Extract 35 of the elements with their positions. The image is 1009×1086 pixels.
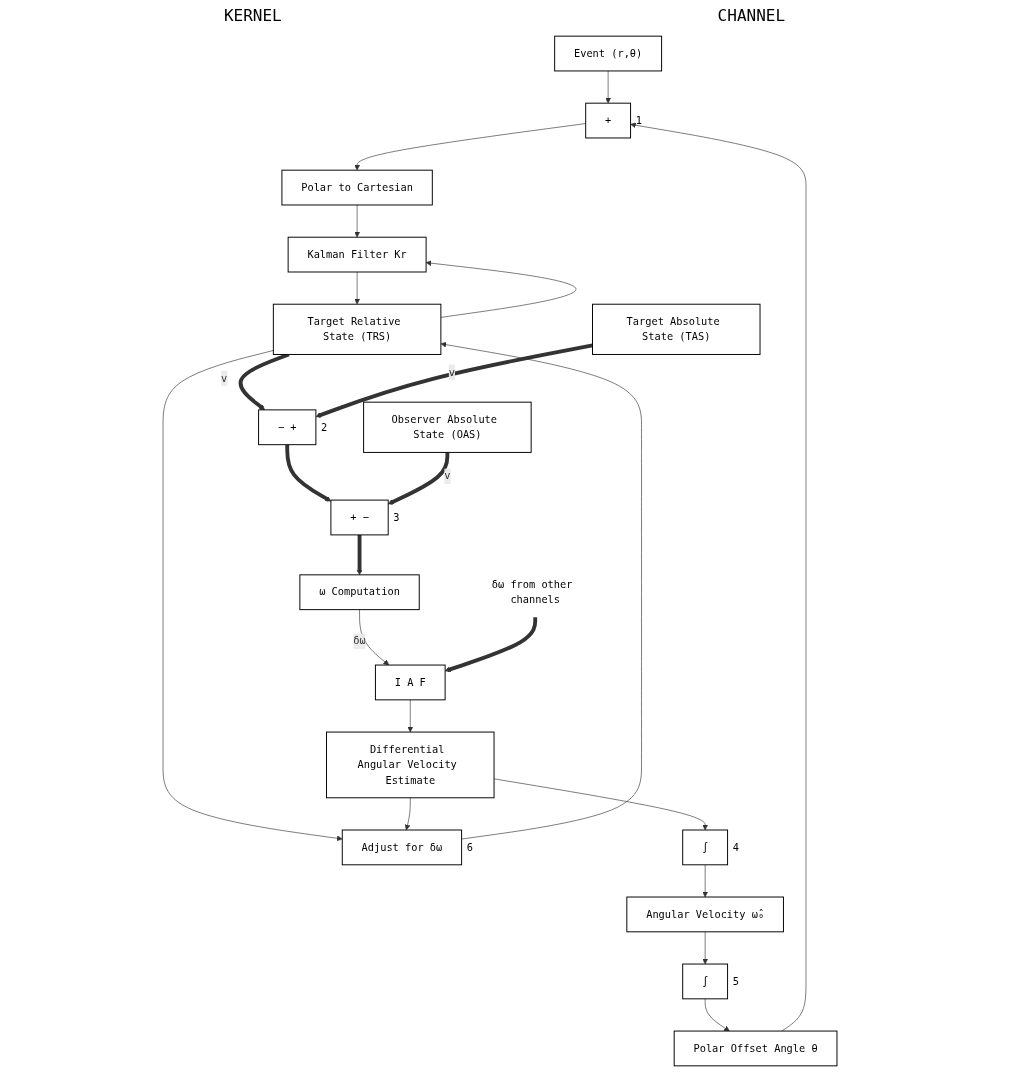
node-box: + — [585, 102, 632, 139]
node-box: Polar to Cartesian — [281, 169, 433, 206]
node-box: ∫ — [682, 829, 729, 866]
callout-number: 3 — [393, 511, 400, 524]
arrow — [315, 343, 593, 418]
arrow — [444, 617, 538, 673]
node-box: Target Relative State (TRS) — [272, 303, 442, 355]
arrow — [356, 534, 363, 576]
node-box: Target Absolute State (TAS) — [592, 303, 761, 355]
edge-label: v — [444, 469, 451, 483]
section-label: KERNEL — [223, 6, 282, 25]
node-box: ∫ — [682, 963, 729, 1000]
callout-number: 6 — [466, 841, 473, 854]
callout-number: 4 — [732, 841, 739, 854]
edge-label: v — [221, 371, 228, 385]
section-label: CHANNEL — [717, 6, 786, 25]
arrow — [285, 444, 332, 502]
node-box: Kalman Filter Kr — [287, 236, 427, 273]
node-box: Polar Offset Angle θ̂ — [673, 1030, 838, 1067]
node-box: Observer Absolute State (OAS) — [363, 401, 532, 453]
arrow — [387, 452, 450, 505]
node-box: I A F — [374, 664, 446, 701]
edge-label: δω — [353, 634, 366, 648]
node-text: δω from other channels — [491, 578, 573, 606]
callout-number: 2 — [321, 421, 328, 434]
node-box: − + — [258, 409, 317, 446]
edge-label: v — [448, 365, 455, 379]
node-box: Event (r,θ) — [554, 35, 663, 72]
node-box: Adjust for δω̂ — [341, 829, 463, 866]
node-box: Differential Angular Velocity Estimate — [326, 731, 495, 799]
node-box: ω Computation — [299, 574, 420, 611]
node-box: + − — [330, 499, 389, 536]
callout-number: 1 — [635, 114, 642, 127]
callout-number: 5 — [732, 975, 739, 988]
node-box: Angular Velocity ω̂₀ — [626, 896, 784, 933]
